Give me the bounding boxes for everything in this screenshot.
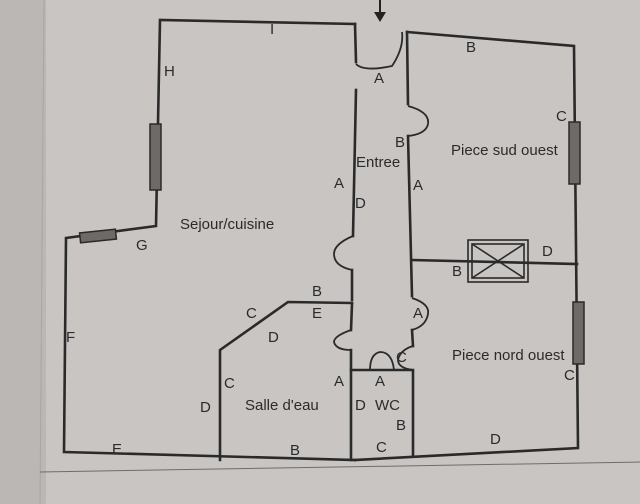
windows [78,121,585,365]
wall-label: B [466,39,476,56]
room-wc: WC [375,397,400,414]
wall-label: A [334,175,344,192]
wall-label: F [66,329,75,346]
wall-label: C [376,439,387,456]
wall-label: I [270,21,274,38]
page-edge [39,0,45,504]
wall-label: D [268,329,279,346]
wall-label: D [490,431,501,448]
room-piece-sud-ouest: Piece sud ouest [451,142,559,159]
doors [333,31,430,371]
door-piece-nord-ouest [411,297,430,331]
wall-label: A [413,305,423,322]
wall-label: D [355,397,366,414]
window-sejour-g [78,228,118,244]
wall-label: B [290,442,300,459]
wall-label: A [375,373,385,390]
wall-label: A [374,70,384,87]
door-salle-eau [333,329,352,351]
door-sejour [333,235,354,271]
wall-label: B [452,263,462,280]
door-entree-main [355,31,404,70]
wall-label: A [334,373,344,390]
wall-label: D [355,195,366,212]
wall-label: E [112,441,122,458]
room-piece-nord-ouest: Piece nord ouest [452,347,565,364]
wall-label: B [312,283,322,300]
room-entree: Entree [356,154,400,171]
wall-label: B [396,417,406,434]
wall-label: C [396,349,407,366]
door-wc [369,351,395,371]
crossed-box-icon [467,239,529,283]
entry-arrow-icon [374,0,386,22]
wall-label: B [395,134,405,151]
wall-label: E [312,305,322,322]
interior-walls [218,22,579,462]
room-salle-eau: Salle d'eau [245,397,319,414]
wall-label: C [556,108,567,125]
door-piece-sud-ouest [407,105,430,137]
page-rule [39,461,640,473]
room-sejour-cuisine: Sejour/cuisine [180,216,274,233]
wall-label: A [413,177,423,194]
wall-label: D [200,399,211,416]
wall-label: D [542,243,553,260]
wall-label: H [164,63,175,80]
paper-left-shadow [0,0,46,504]
window-sejour-h [149,123,162,191]
window-piece-sud-ouest [568,121,581,185]
window-piece-nord-ouest [572,301,585,365]
door-entree-lower [397,345,414,371]
wall-label: C [246,305,257,322]
wall-label: C [224,375,235,392]
wall-label: C [564,367,575,384]
wall-label: G [136,237,148,254]
